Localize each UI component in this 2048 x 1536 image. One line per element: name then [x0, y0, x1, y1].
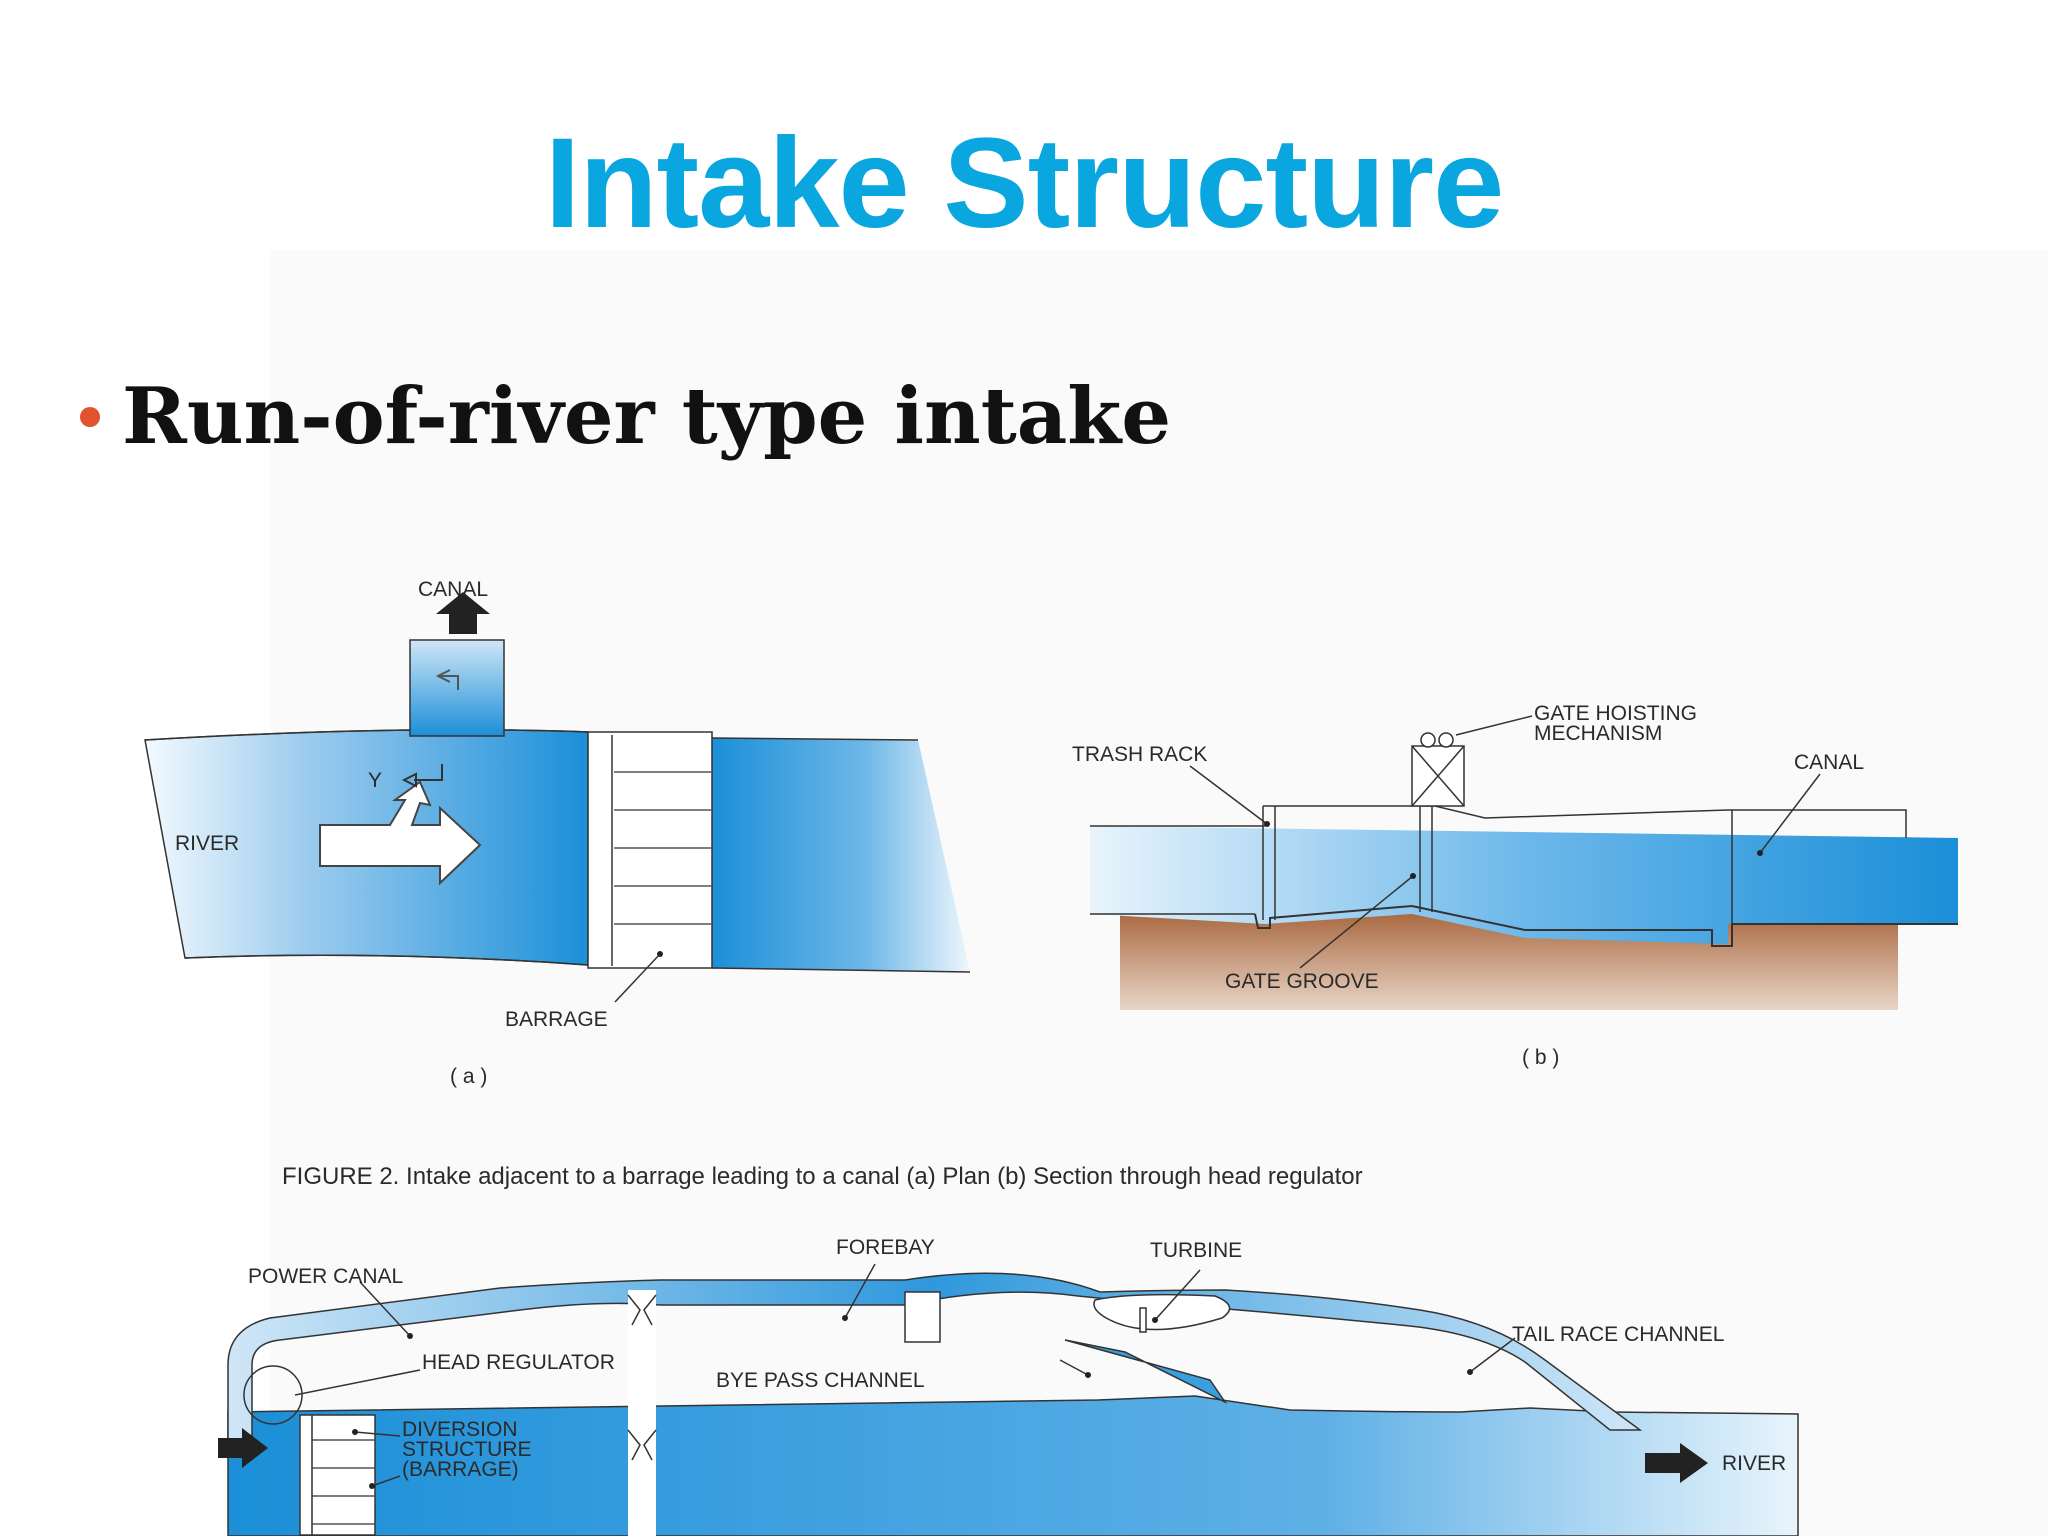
diversion-label-1: DIVERSION	[402, 1418, 518, 1441]
figure-c-layout: POWER CANAL FOREBAY TURBINE TAIL RACE CH…	[218, 1236, 1799, 1536]
canal-label-a: CANAL	[418, 578, 488, 601]
figure-b-section: TRASH RACK GATE HOISTING MECHANISM CANAL…	[1072, 702, 1958, 1069]
gate-hoisting-label-1: GATE HOISTING	[1534, 702, 1697, 725]
figure-a-sublabel: ( a )	[450, 1065, 487, 1088]
canal-arrow-icon	[436, 592, 490, 634]
tail-race-label: TAIL RACE CHANNEL	[1512, 1323, 1724, 1346]
inflow-arrow-icon	[218, 1428, 268, 1468]
bullet-dot-icon	[80, 407, 100, 427]
hoist-wheel-icon	[1438, 732, 1454, 748]
head-regulator-label: HEAD REGULATOR	[422, 1351, 615, 1374]
bullet-item: Run-of-river type intake	[80, 378, 1171, 456]
power-canal-label: POWER CANAL	[248, 1265, 403, 1288]
gate-hoisting-label-2: MECHANISM	[1534, 722, 1662, 745]
turbine-label: TURBINE	[1150, 1239, 1242, 1262]
bullet-text: Run-of-river type intake	[122, 371, 1171, 462]
figure-b-sublabel: ( b )	[1522, 1046, 1559, 1069]
y-label: Y	[368, 769, 382, 792]
diversion-label-2: STRUCTURE	[402, 1438, 532, 1461]
trash-rack-label: TRASH RACK	[1072, 743, 1207, 766]
river-label-c: RIVER	[1722, 1452, 1786, 1475]
river-outflow-arrow-icon	[1645, 1443, 1708, 1483]
barrage-label: BARRAGE	[505, 1008, 608, 1031]
diversion-label-3: (BARRAGE)	[402, 1458, 519, 1481]
forebay-label: FOREBAY	[836, 1236, 935, 1259]
hoist-wheel-icon	[1420, 732, 1436, 748]
bye-pass-label: BYE PASS CHANNEL	[716, 1369, 925, 1392]
river-label-a: RIVER	[175, 832, 239, 855]
river-flow-arrow-icon	[319, 780, 482, 886]
figure-a-plan: CANAL RIVER Y BARRAGE ( a )	[144, 578, 971, 1088]
canal-label-b: CANAL	[1794, 751, 1864, 774]
slide-title: Intake Structure	[544, 112, 1505, 255]
gate-groove-label: GATE GROOVE	[1225, 970, 1379, 993]
figure-caption: FIGURE 2. Intake adjacent to a barrage l…	[282, 1163, 1363, 1190]
